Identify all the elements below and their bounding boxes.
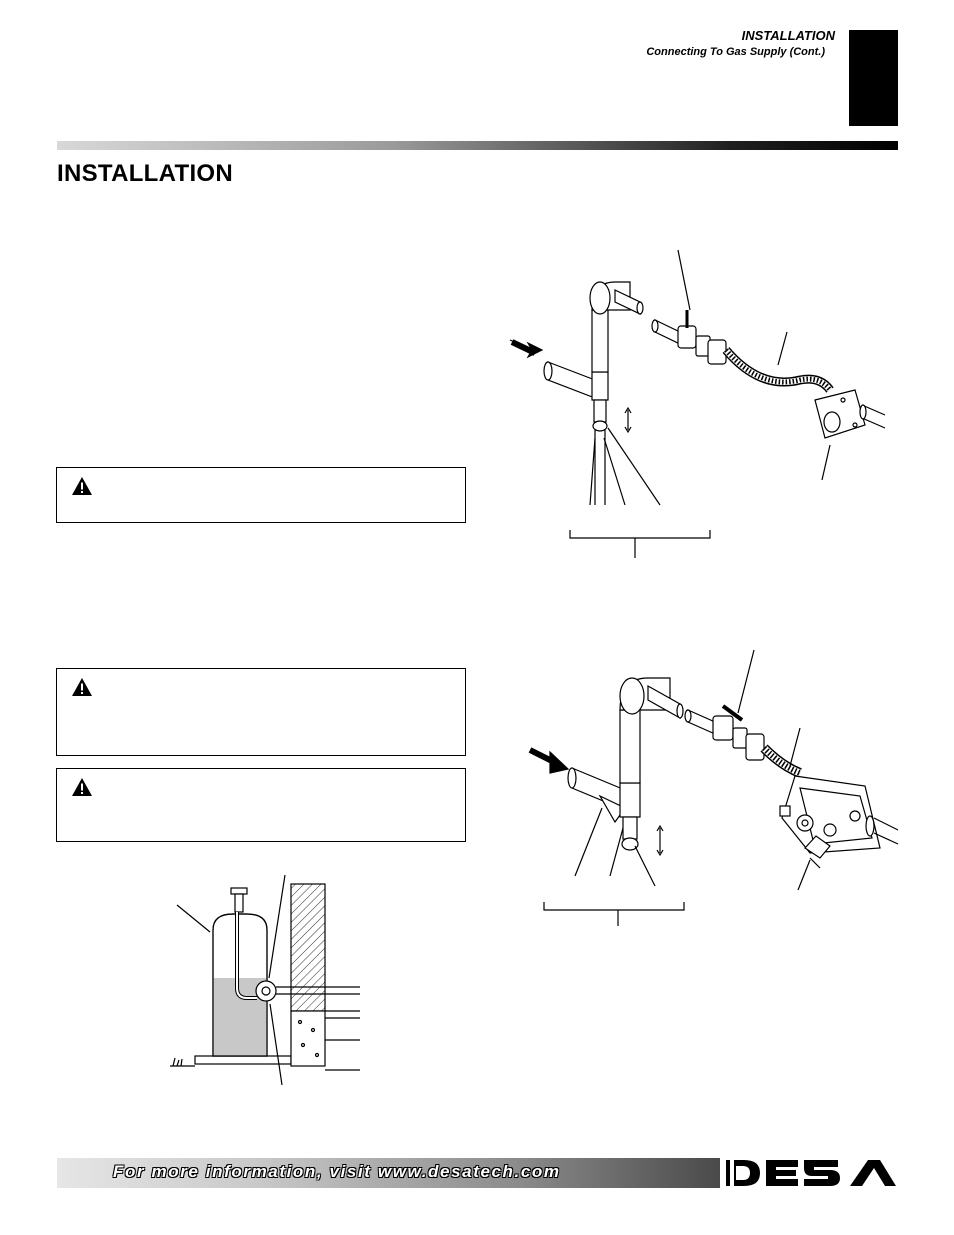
header-rule bbox=[57, 141, 898, 150]
warning-triangle-icon bbox=[72, 477, 92, 495]
warning-box-2 bbox=[56, 668, 466, 756]
gas-piping-diagram-top bbox=[509, 249, 886, 558]
section-tab bbox=[849, 30, 898, 126]
gas-piping-diagram-bottom bbox=[528, 649, 899, 926]
desa-logo bbox=[720, 1158, 898, 1188]
warning-box-1 bbox=[56, 467, 466, 523]
footer-bar bbox=[57, 1158, 720, 1188]
desa-logo-icon bbox=[726, 1160, 896, 1186]
footer-website-text[interactable]: For more information, visit www.desatech… bbox=[113, 1162, 561, 1181]
page-title: INSTALLATION bbox=[57, 160, 234, 187]
warning-triangle-icon bbox=[72, 678, 92, 696]
header-section-title: INSTALLATION bbox=[741, 28, 835, 43]
warning-box-3 bbox=[56, 768, 466, 842]
lp-tank-diagram bbox=[170, 874, 360, 1086]
warning-triangle-icon bbox=[72, 778, 92, 796]
header-subsection-title: Connecting To Gas Supply (Cont.) bbox=[646, 46, 825, 58]
